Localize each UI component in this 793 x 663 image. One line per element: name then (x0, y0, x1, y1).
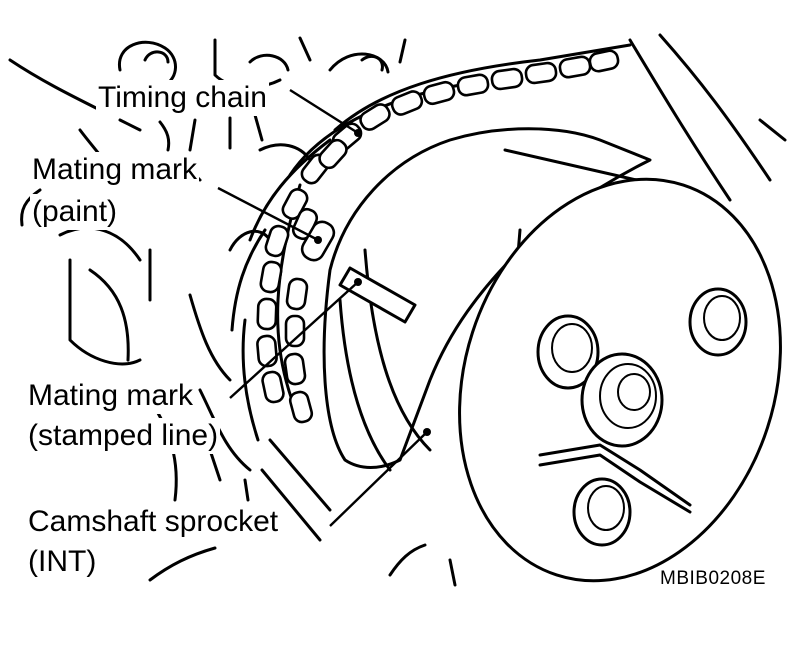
chain-links (256, 49, 620, 424)
label-mating-mark-paint-sub: (paint) (30, 194, 120, 230)
bolt-top-right (688, 287, 748, 357)
label-mating-mark-stamped: Mating mark (26, 378, 196, 414)
camshaft-sprocket-drawing (322, 127, 782, 583)
label-timing-chain: Timing chain (96, 80, 269, 116)
leader-lines (217, 88, 431, 527)
figure-code: MBIB0208E (660, 568, 766, 589)
label-camshaft-sprocket: Camshaft sprocket (26, 504, 281, 540)
label-mating-mark-paint: Mating mark (30, 152, 200, 188)
label-mating-mark-stamped-sub: (stamped line) (26, 418, 221, 454)
engine-background (8, 33, 787, 587)
bolt-left (536, 314, 600, 390)
bolt-center (580, 352, 664, 448)
label-camshaft-sprocket-sub: (INT) (26, 544, 99, 580)
timing-chain-drawing (230, 43, 632, 442)
bolt-bottom (572, 477, 632, 547)
